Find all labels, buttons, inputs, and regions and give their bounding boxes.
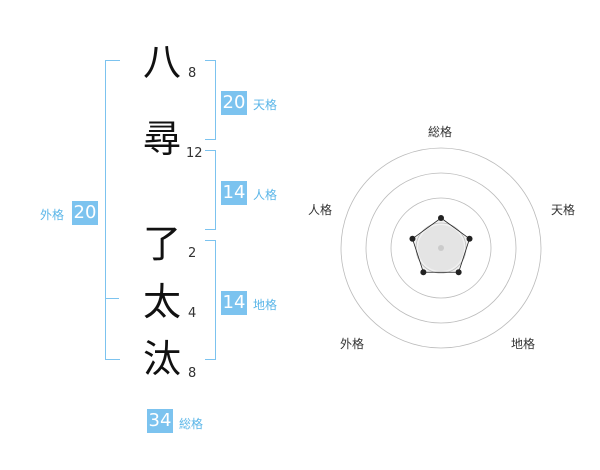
ten-bracket: [205, 60, 216, 140]
radar-axis-label-gai: 外格: [340, 337, 365, 351]
chi-value-badge: 14: [221, 291, 247, 315]
radar-ring: [390, 197, 492, 299]
jin-value-badge: 14: [221, 181, 247, 205]
gai-bracket-divider: [105, 298, 119, 299]
so-value-badge: 34: [147, 409, 173, 433]
name-char-1: 八: [143, 40, 182, 84]
jin-label: 人格: [253, 188, 278, 202]
stroke-count-3: 2: [188, 246, 197, 261]
radar-point-3: [455, 269, 462, 276]
radar-axis-label-ten: 天格: [551, 203, 576, 217]
radar-point-4: [420, 269, 427, 276]
stroke-count-5: 8: [188, 366, 197, 381]
radar-center-fill: [418, 225, 464, 271]
name-char-2: 尋: [143, 117, 182, 161]
name-char-3: 了: [143, 222, 182, 266]
name-char-5: 汰: [143, 337, 182, 381]
stroke-count-4: 4: [188, 306, 197, 321]
gai-bracket: [105, 60, 120, 360]
jin-bracket: [205, 150, 216, 230]
ten-value-badge: 20: [221, 91, 247, 115]
radar-center-dot: [438, 245, 444, 251]
ten-label: 天格: [253, 98, 278, 112]
name-char-4: 太: [143, 280, 182, 324]
radar-axis-label-chi: 地格: [511, 337, 536, 351]
chi-bracket: [205, 240, 216, 360]
radar-point-2: [466, 235, 473, 242]
so-label: 総格: [179, 417, 204, 431]
gai-label: 外格: [40, 208, 65, 222]
radar-point-5: [409, 235, 416, 242]
radar-ring: [415, 222, 467, 274]
radar-axis-label-so: 総格: [428, 125, 453, 139]
radar-point-1: [438, 215, 444, 221]
chi-label: 地格: [253, 298, 278, 312]
stroke-count-2: 12: [186, 146, 203, 161]
radar-polygon: [411, 217, 471, 273]
radar-ring: [365, 172, 517, 324]
radar-axis-label-jin: 人格: [308, 203, 333, 217]
stroke-count-1: 8: [188, 66, 197, 81]
gai-value-badge: 20: [72, 201, 98, 225]
radar-ring: [340, 147, 542, 349]
